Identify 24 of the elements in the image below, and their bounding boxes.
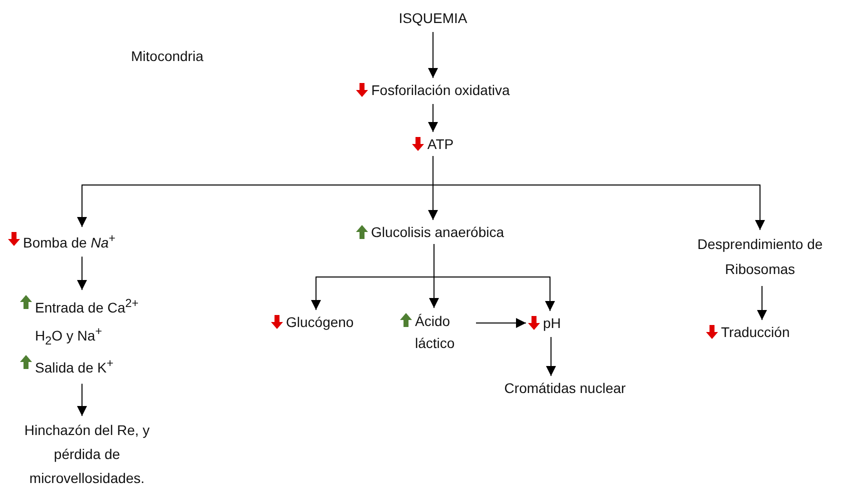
node-text: ISQUEMIA (398, 9, 468, 28)
node-text: Cromátidas nuclear (504, 379, 626, 398)
section-label: Mitocondria (131, 48, 204, 64)
node-text: Ácido láctico (415, 312, 456, 353)
node-text: Glucógeno (286, 313, 354, 332)
node-text: ATP (427, 135, 454, 154)
node-text: Entrada de Ca$^{2+}$ H$_{2}$O y Na$^{+}$ (35, 296, 140, 350)
arrow (428, 32, 438, 78)
node-text: Glucolisis anaeróbica (370, 223, 504, 242)
node-text: Desprendimiento de Ribosomas (696, 235, 824, 279)
arrow (757, 286, 767, 320)
arrow (546, 336, 556, 376)
arrow (77, 383, 87, 416)
node-text: Salida de K$^{+}$ (35, 356, 114, 378)
arrow (476, 318, 526, 328)
node-text: Hinchazón del Re, y pérdida de microvellosidades. (23, 421, 151, 487)
node-text: pH (543, 314, 561, 333)
node-text: Traducción (721, 323, 790, 342)
node-text: Fosforilación oxidativa (371, 81, 510, 100)
arrow (434, 244, 555, 312)
arrow (77, 256, 87, 290)
node-text: Bomba de Na$^{+}$ (23, 231, 116, 253)
arrow (432, 156, 765, 230)
arrow (428, 104, 438, 132)
